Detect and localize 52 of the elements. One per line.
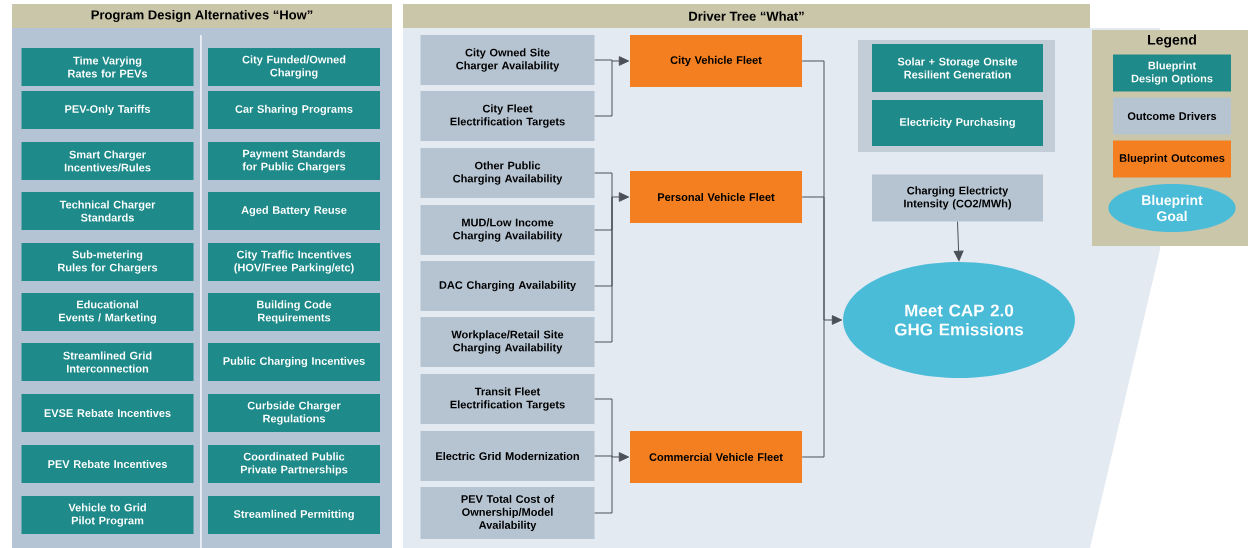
connector-arrow: [953, 221, 964, 262]
option-box: Car Sharing Programs: [208, 91, 380, 129]
arrow: [611, 192, 630, 202]
option-box: Electricity Purchasing: [872, 100, 1043, 146]
driver-box: PEV Total Cost of Ownership/Model Availability: [420, 487, 595, 539]
outcome-box: Personal Vehicle Fleet: [630, 171, 802, 223]
driver-box: MUD/Low Income Charging Availability: [420, 205, 595, 255]
driver-box: City Owned Site Charger Availability: [420, 35, 595, 85]
option-box: Building Code Requirements: [208, 293, 380, 331]
option-box: Solar + Storage Onsite Resilient Generation: [872, 44, 1043, 92]
option-box: Aged Battery Reuse: [208, 192, 380, 230]
connector-line: [801, 196, 825, 321]
driver-box: Transit Fleet Electrification Targets: [420, 374, 595, 424]
connector-line: [594, 59, 613, 62]
connector-line: [801, 319, 825, 458]
connector-line: [594, 196, 613, 343]
option-box: Curbside Charger Regulations: [208, 394, 380, 432]
connector-line: [594, 172, 613, 198]
option-box: Coordinated Public Private Partnerships: [208, 445, 380, 483]
option-box: City Traffic Incentives (HOV/Free Parking/etc): [208, 243, 380, 281]
arrow: [823, 315, 843, 325]
driver-box: City Fleet Electrification Targets: [420, 91, 595, 141]
outcome-box: City Vehicle Fleet: [630, 35, 802, 87]
legend-title: Legend: [1148, 34, 1196, 48]
panel-heading: Program Design Alternatives “How”: [12, 4, 392, 28]
option-box: Public Charging Incentives: [208, 343, 380, 381]
connector-line: [594, 455, 613, 458]
option-box: Smart Charger Incentives/Rules: [21, 142, 194, 180]
driver-box: DAC Charging Availability: [420, 261, 595, 311]
option-box: Payment Standards for Public Chargers: [208, 142, 380, 180]
driver-box: Electric Grid Modernization: [420, 431, 595, 481]
option-box: Technical Charger Standards: [21, 192, 194, 230]
connector-line: [594, 456, 613, 514]
driver-box: Other Public Charging Availability: [420, 148, 595, 198]
option-box: Educational Events / Marketing: [21, 293, 194, 331]
connector-line: [594, 398, 613, 458]
driver-box: Charging Electricty Intensity (CO2/MWh): [872, 174, 1043, 222]
option-box: City Funded/Owned Charging: [208, 48, 380, 86]
connector-line: [594, 60, 613, 117]
option-box: Streamlined Grid Interconnection: [21, 343, 194, 381]
option-box: PEV Rebate Incentives: [21, 445, 194, 483]
option-box: Time Varying Rates for PEVs: [21, 48, 194, 86]
option-box: PEV-Only Tariffs: [21, 91, 194, 129]
option-box: Sub-metering Rules for Chargers: [21, 243, 194, 281]
option-box: EVSE Rebate Incentives: [21, 394, 194, 432]
driver-box: Workplace/Retail Site Charging Availability: [420, 317, 595, 367]
option-box: Streamlined Permitting: [208, 496, 380, 534]
arrow: [611, 56, 630, 66]
outcome-box: Commercial Vehicle Fleet: [630, 431, 802, 483]
arrow: [611, 452, 630, 462]
panel-heading: Driver Tree “What”: [403, 4, 1090, 28]
option-box: Vehicle to Grid Pilot Program: [21, 496, 194, 534]
